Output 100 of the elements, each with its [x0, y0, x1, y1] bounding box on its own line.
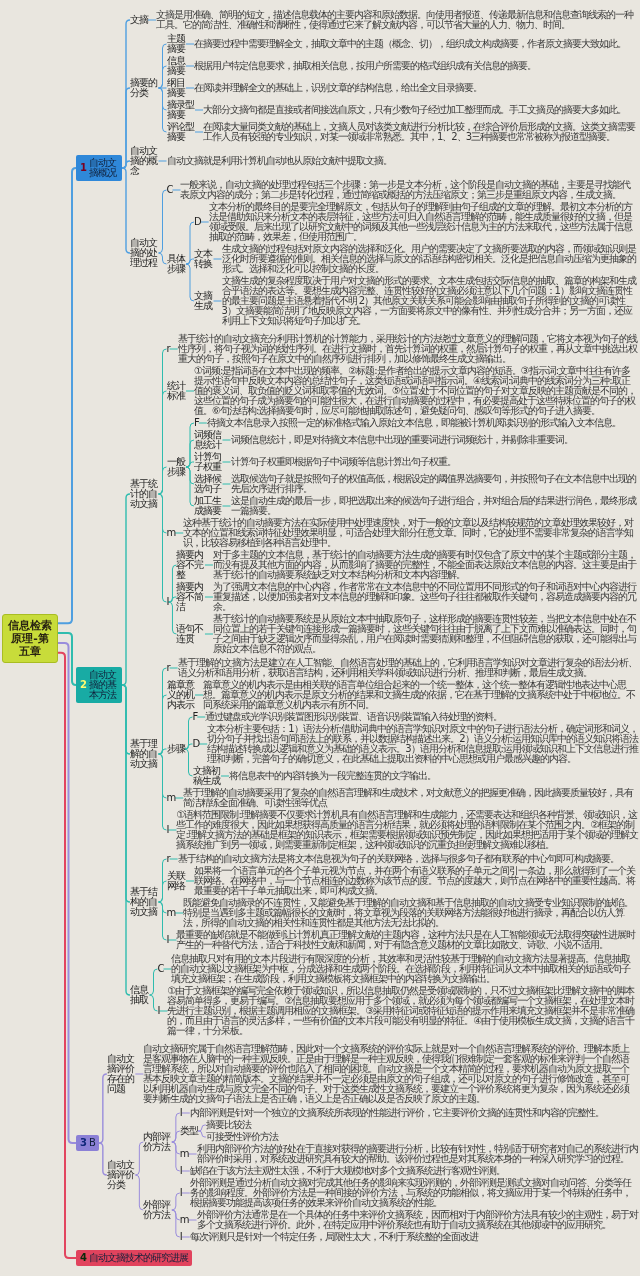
- topic-label: 信息抽取: [130, 985, 150, 1005]
- description-text: 在阅读并理解全文的基础上，识别文章的结构信息，给出全文目录摘要。: [194, 83, 482, 93]
- topic-label: m: [179, 1215, 189, 1225]
- connector-line: [169, 667, 179, 669]
- topic-label: 内部评价方法: [143, 1132, 172, 1152]
- connector-line: [184, 743, 193, 750]
- connector-line: [220, 775, 230, 777]
- connector-line: [171, 1209, 181, 1238]
- topic-label: I: [157, 1006, 160, 1016]
- connector-line: [121, 684, 131, 996]
- description-text: ①语料范围限制:理解摘要不仅要求计算机具有自然语言理解和生成能力，还需要表达和组织各种背景、领域知识，这些工作的难度很大，因此如果想获得高质量的语言分析结果，就必须将处理的语料限制在某个范围之内。②框架的制定:理解文摘方法的基础是框架的知识表示，框架需要根据领域知识预先制定，因此如果想把适用于某个领域的理解文摘系统推广到另一领域，则需要重新制定框架，这种领域知识的沉重负担使理解文摘难以移植。: [176, 810, 638, 850]
- connector-line: [158, 694, 167, 755]
- description-text: 自动文摘研究属于自然语言理解范畴，因此对一个文摘系统的评价实际上就是对一个自然语言理解系统的评价。理解本质上是客观事物在人脑中的一种主观反映。正是由于理解是一种主观反映，使得我们很难制定一套客观的标准来评判一个自然语言理解系统，所以对自动摘要的评价也陷入了相同的困境。自动文摘是一个文本精简的过程，要求机器自动为原文提取一个基本反映文章主题的精简版本。文摘的结果并不一定必须是由原文的句子组成，还可以对原文的句子进行修饰改造，甚至可以利用机器自动生成与原文完全不同的句子。对于这类生成性文摘系统，要建立一个评价系统将更为复杂，因为系统还必须要判断生成的文摘句子语法上是否正确，语义上是否正确以及是否反映了原文的主题。: [143, 1044, 638, 1104]
- description-text: 外部评测是通过分析自动文摘对完成其他任务的影响来实现评测的，外部评测是测试文摘对自动问答、分类等任务的影响程度。外部评价方法是一种间接的评价方法，与系统的功能相似，将文摘应用于某一个特殊的任务中，根据摘要功能提高该项任务的效果来评价自动文摘系统的性能。: [189, 1178, 638, 1208]
- topic-label: 文摘: [130, 15, 148, 25]
- connector-line: [185, 461, 195, 468]
- connector-line: [167, 601, 177, 635]
- number-label: 4: [80, 1253, 87, 1263]
- connector-line: [163, 968, 172, 970]
- connector-line: [167, 596, 177, 603]
- topic-label: r: [166, 663, 170, 673]
- connector-line: [185, 466, 195, 507]
- topic-label: F: [194, 418, 199, 428]
- connector-line: [185, 258, 195, 265]
- connector-line: [169, 858, 179, 860]
- connector-line: [222, 483, 231, 485]
- topic-label: 信息摘要: [166, 56, 186, 76]
- connector-line: [184, 716, 193, 750]
- branch-topic: [76, 667, 122, 703]
- topic-label: 基于统计的自动文摘: [130, 479, 159, 509]
- description-text: 信息抽取只对有用的文本片段进行有限深度的分析，其效率和灵活性较基于理解的自动文摘方法显著提高。信息抽取的自动文摘以文摘框架为中枢，分成选择和生成两个阶段。在选择阶段，利用特征词从文本中抽取相关的短语或句子填充文摘框架；在生成阶段，利用文摘模板将文摘框架中的内容转换为文摘输出。: [171, 954, 638, 984]
- topic-label: 摘要内容不简洁: [176, 582, 205, 612]
- central-topic: 信息检索原理-第五章: [2, 613, 58, 663]
- description-text: 一般来说，自动文摘的处理过程包括三个步骤：第一步是文本分析，这个阶段是自动文摘的基础，主要是寻找能代表原文内容的成分；第二步是转化过程，通过简缩或概括的方法压缩原文；第三步是重组原文内容，生成文摘。: [180, 180, 638, 200]
- connector-line: [185, 880, 195, 882]
- description-text: 基于理解的自动摘要采用了复杂的自然语言理解和生成技术，对文献意义的把握更准确，因此摘要质量较好，具有简洁精练全面准确、可读性强等优点: [183, 788, 638, 808]
- topic-label: I: [166, 597, 169, 607]
- topic-label: 自动文摘的概念: [130, 146, 159, 176]
- topic-label: C: [157, 964, 164, 974]
- description-text: 大部分文摘句都是直接或者间接选自原文，只有少数句子经过加工整理而成。手工文摘员的摘要大多如此。: [203, 105, 626, 115]
- connector-line: [98, 1073, 108, 1144]
- connector-line: [57, 632, 77, 686]
- description-text: 最重要的缺陷就是不能做到让计算机真正理解文献的主题内容，这种方法只是在人工智能领域无法取得突破性进展时产生的一种替代方法，适合于科技性文献和新闻，对于有隐含意义题材的文章比如散文、诗歌、小说不适用。: [176, 930, 638, 950]
- topic-label: F: [192, 712, 198, 722]
- description-text: 如果将一个语言单元的各个子单元视为节点，并在两个有语义联系的子单元之间引一条边，那么就得到了一个关联网络。在网络中，与一个节点相连的边数称为该节点的度。节点的度越大，则节点在网络中的重要性越高。将最重要的若干子单元抽取出来，即可构成文摘。: [194, 866, 638, 896]
- connector-line: [158, 748, 167, 755]
- connector-line: [134, 1141, 144, 1176]
- description-text: 文本分析的最终目的是要完全理解原文，包括从句子的理解到由句子组成的文章的理解。最初文本分析的方法是借助知识来分析文本的表层特征，这些方法可归入自然语言理解的范畴，能生成质量很好的文摘，但是领域受限。后来出现了以研究文献中的词频及其他一些浅层统计信息为主的方法来取代，这些方法属于信息抽取的范畴，效果差，但使用范围广。: [208, 202, 638, 242]
- topic-label: 摘录型摘要: [166, 100, 195, 120]
- topic-label: 词频信息统计: [194, 430, 223, 450]
- description-text: 自动文摘就是利用计算机自动地从原始文献中提取文摘。: [166, 156, 392, 166]
- connector-line: [121, 160, 131, 169]
- topic-label: 自动文摘评价存在的问题: [106, 1054, 136, 1094]
- description-text: 对于多主题的文本信息，基于统计的自动摘要方法生成的摘要有时仅包含了原文中的某个主题或部分主题，而没有提及其他方面的内容，从而影响了摘要的完整性，不能全面表达原始文本信息的内容。这主要是由于基于统计的自动摘要系统缺乏对文本结构分析和文本内容理解。: [212, 550, 638, 580]
- description-text: 内部评测是针对一个独立的文摘系统所表现的性能进行评价，它主要评价文摘的连贯性和内容的完整性。: [189, 1108, 604, 1118]
- number-label: 1: [80, 163, 87, 173]
- topic-label: 外部评价方法: [143, 1200, 172, 1220]
- topic-label: 加工生成摘要: [194, 496, 223, 516]
- description-text: 选取候选句子就是按照句子的权值高低，根据设定的阈值界选摘要句，并按照句子在文本信息中出现的先后次序进行排序。: [230, 474, 638, 494]
- topic-label: r: [166, 854, 170, 864]
- description-text: 文本分析主要包括：1）语法分析:借助词典中的语言学知识对原文中的句子进行语法分析，确定词形和词义，切分句子并找出语句间语法上的联系，并以数据结构描述出来。2）语义分析:运用知识库中的语义知识将语法结构描述转换成以逻辑和意义为基础的语义表示。3）语用分析和信息提取:运用领域知识和上下文信息进行推理和判断，完善句子的确切意义，在此基础上提取出资料的中心思想或用户最感兴趣的内容。: [207, 724, 638, 764]
- connector-line: [121, 493, 131, 686]
- description-text: 文摘是用准确、简明的短文，描述信息载体的主要内容和原始数据。向使用者报道、传递最新信息和信息查询线索的一种工具。它的简洁性、准确性和清晰性，使得通过它来了解文献内容，可以节省大量的人力、物力、时间。: [156, 10, 638, 30]
- topic-label: 步骤: [166, 744, 185, 754]
- connector-line: [222, 461, 231, 463]
- connector-line: [185, 221, 195, 265]
- connector-line: [134, 1174, 144, 1211]
- connector-line: [121, 167, 131, 254]
- connector-line: [181, 1192, 191, 1194]
- connector-line: [167, 829, 177, 831]
- branch-title: 自动文摘的基本方法: [88, 670, 118, 700]
- topic-label: m: [166, 908, 176, 918]
- number-label: 3: [80, 1138, 87, 1148]
- connector-line: [171, 1192, 181, 1211]
- connector-line: [222, 439, 231, 441]
- connector-line: [172, 189, 181, 191]
- connector-line: [181, 1112, 191, 1114]
- connector-line: [158, 160, 167, 162]
- connector-line: [169, 348, 179, 350]
- connector-line: [188, 1153, 198, 1155]
- topic-label: 摘要的分类: [130, 78, 159, 98]
- connector-line: [158, 880, 167, 903]
- branch-topic: [76, 1135, 99, 1151]
- connector-line: [174, 797, 184, 799]
- connector-line: [147, 19, 157, 21]
- topic-label: C: [166, 185, 173, 195]
- topic-label: 选择候选句子: [194, 474, 223, 494]
- description-text: ①由于文摘框架的编写完全依赖于领域知识，所以信息抽取仍然是受领域限制的，只不过文摘框架比理解文摘中的脚本容易简单得多，更易于编写。②信息抽取要想应用于多个领域，就必须为每个领域都编写一个文摘框架，在处理文本时先进行主题识别，根据主题调用相应的文摘框架。③采用特征词或特征短语的提示作用来填充文摘框架并不是非常准确的，而且由于语言的灵活多样，一些有价值的文本片段可能没有明显的特征。④由于使用模板生成文摘，文摘的语言千篇一律，十分呆板。: [167, 986, 638, 1036]
- description-text: 词频信息统计，即是对待摘文本信息中出现的重要词进行词频统计，并剔除非重要词。: [230, 435, 573, 445]
- connector-line: [194, 131, 204, 133]
- description-text: 在摘要过程中需要理解全文，抽取文章中的主题（概念、切），组织成文构成摘要，作者原文摘要大致如此。: [194, 39, 626, 49]
- description-text: ①词频:是指词语在文本中出现的频率。②标题:是作者给出的提示文章内容的短语。③指示词:文章中往往有许多提示性语句中反映文本内容的总结性句子，这类短语或词语叫指示词。④线索词:词典中的线索词分为三种:取正值的褒义词、取负值的贬义词和取零值的无效词。⑤位置:处于不同位置的句子对文章反映的主题贡献是不同的，这些位置的句子成为摘要句的可能性很大，在进行自动摘要的过程中，有必要提高处于这些特殊位置的句子的权值。⑥句法结构:选择摘要句时，应尽可能地抽取陈述句，避免疑问句、感叹句等形式的句子进入摘要。: [194, 366, 638, 416]
- topic-label: I: [166, 825, 169, 835]
- connector-line: [185, 263, 195, 302]
- connector-line: [181, 1236, 191, 1238]
- connector-line: [194, 694, 204, 696]
- topic-label: 摘要内容不完整: [176, 550, 205, 580]
- description-text: 基于统计的自动摘要系统是从原始文本中抽取原句子，这样形成的摘要连贯性较差，当把文本信息中处在不同位置上的若干关键句连接形成一篇摘要时，这些关键句往往由于脱离了上下文而难以准确表达。同时，句子之间由于缺乏逻辑次序而显得杂乱，用户在阅读时需要猜测和整理，不但阻碍信息的获取，还可能得出与原始文本信息不符的观点。: [212, 614, 638, 654]
- connector-line: [204, 564, 214, 566]
- connector-line: [167, 939, 177, 941]
